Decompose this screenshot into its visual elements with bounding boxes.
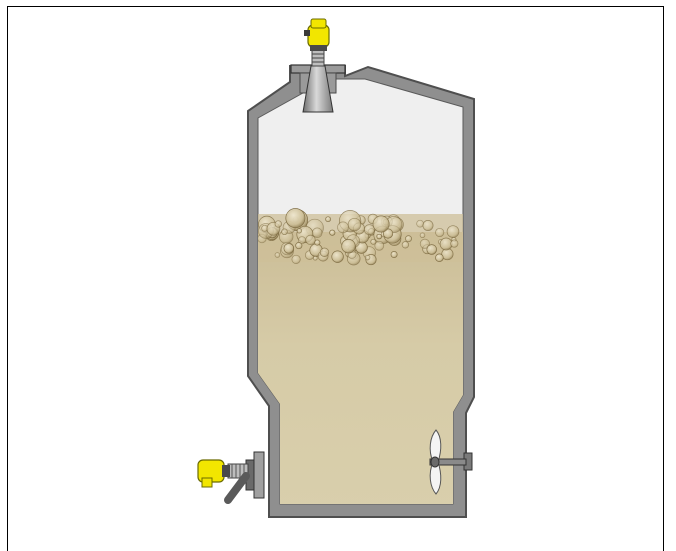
foam-bubble (282, 229, 288, 235)
foam-bubble (417, 220, 424, 227)
foam-bubble (447, 226, 459, 238)
liquid-medium (250, 232, 475, 517)
foam-bubble (402, 242, 409, 249)
foam-bubble (284, 244, 294, 254)
foam-bubble (451, 240, 458, 247)
foam-bubble (436, 228, 444, 236)
foam-bubble (326, 217, 331, 222)
foam-bubble (313, 256, 317, 260)
foam-bubble (423, 220, 433, 230)
foam-bubble (275, 221, 282, 228)
foam-bubble (306, 235, 316, 245)
side-sensor-probe (228, 476, 246, 500)
foam-bubble (275, 253, 280, 258)
foam-bubble (427, 245, 437, 255)
foam-bubble (375, 241, 384, 250)
foam-bubble (286, 209, 305, 228)
foam-bubble (292, 255, 300, 263)
foam-bubble (320, 248, 329, 257)
foam-bubble (342, 239, 356, 253)
foam-bubble (332, 251, 344, 263)
foam-bubble (436, 254, 444, 262)
foam-bubble (296, 242, 302, 248)
foam-bubble (365, 255, 370, 260)
foam-bubble (330, 230, 335, 235)
foam-bubble (348, 218, 361, 231)
foam-bubble (338, 222, 349, 233)
foam-bubble (420, 233, 425, 238)
foam-bubble (405, 236, 411, 242)
foam-bubble (373, 216, 389, 232)
side-flange (254, 452, 264, 498)
foam-bubble (377, 234, 382, 239)
foam-bubble (297, 229, 302, 234)
foam-bubble (391, 251, 397, 257)
side-mounted-sensor (198, 452, 264, 500)
